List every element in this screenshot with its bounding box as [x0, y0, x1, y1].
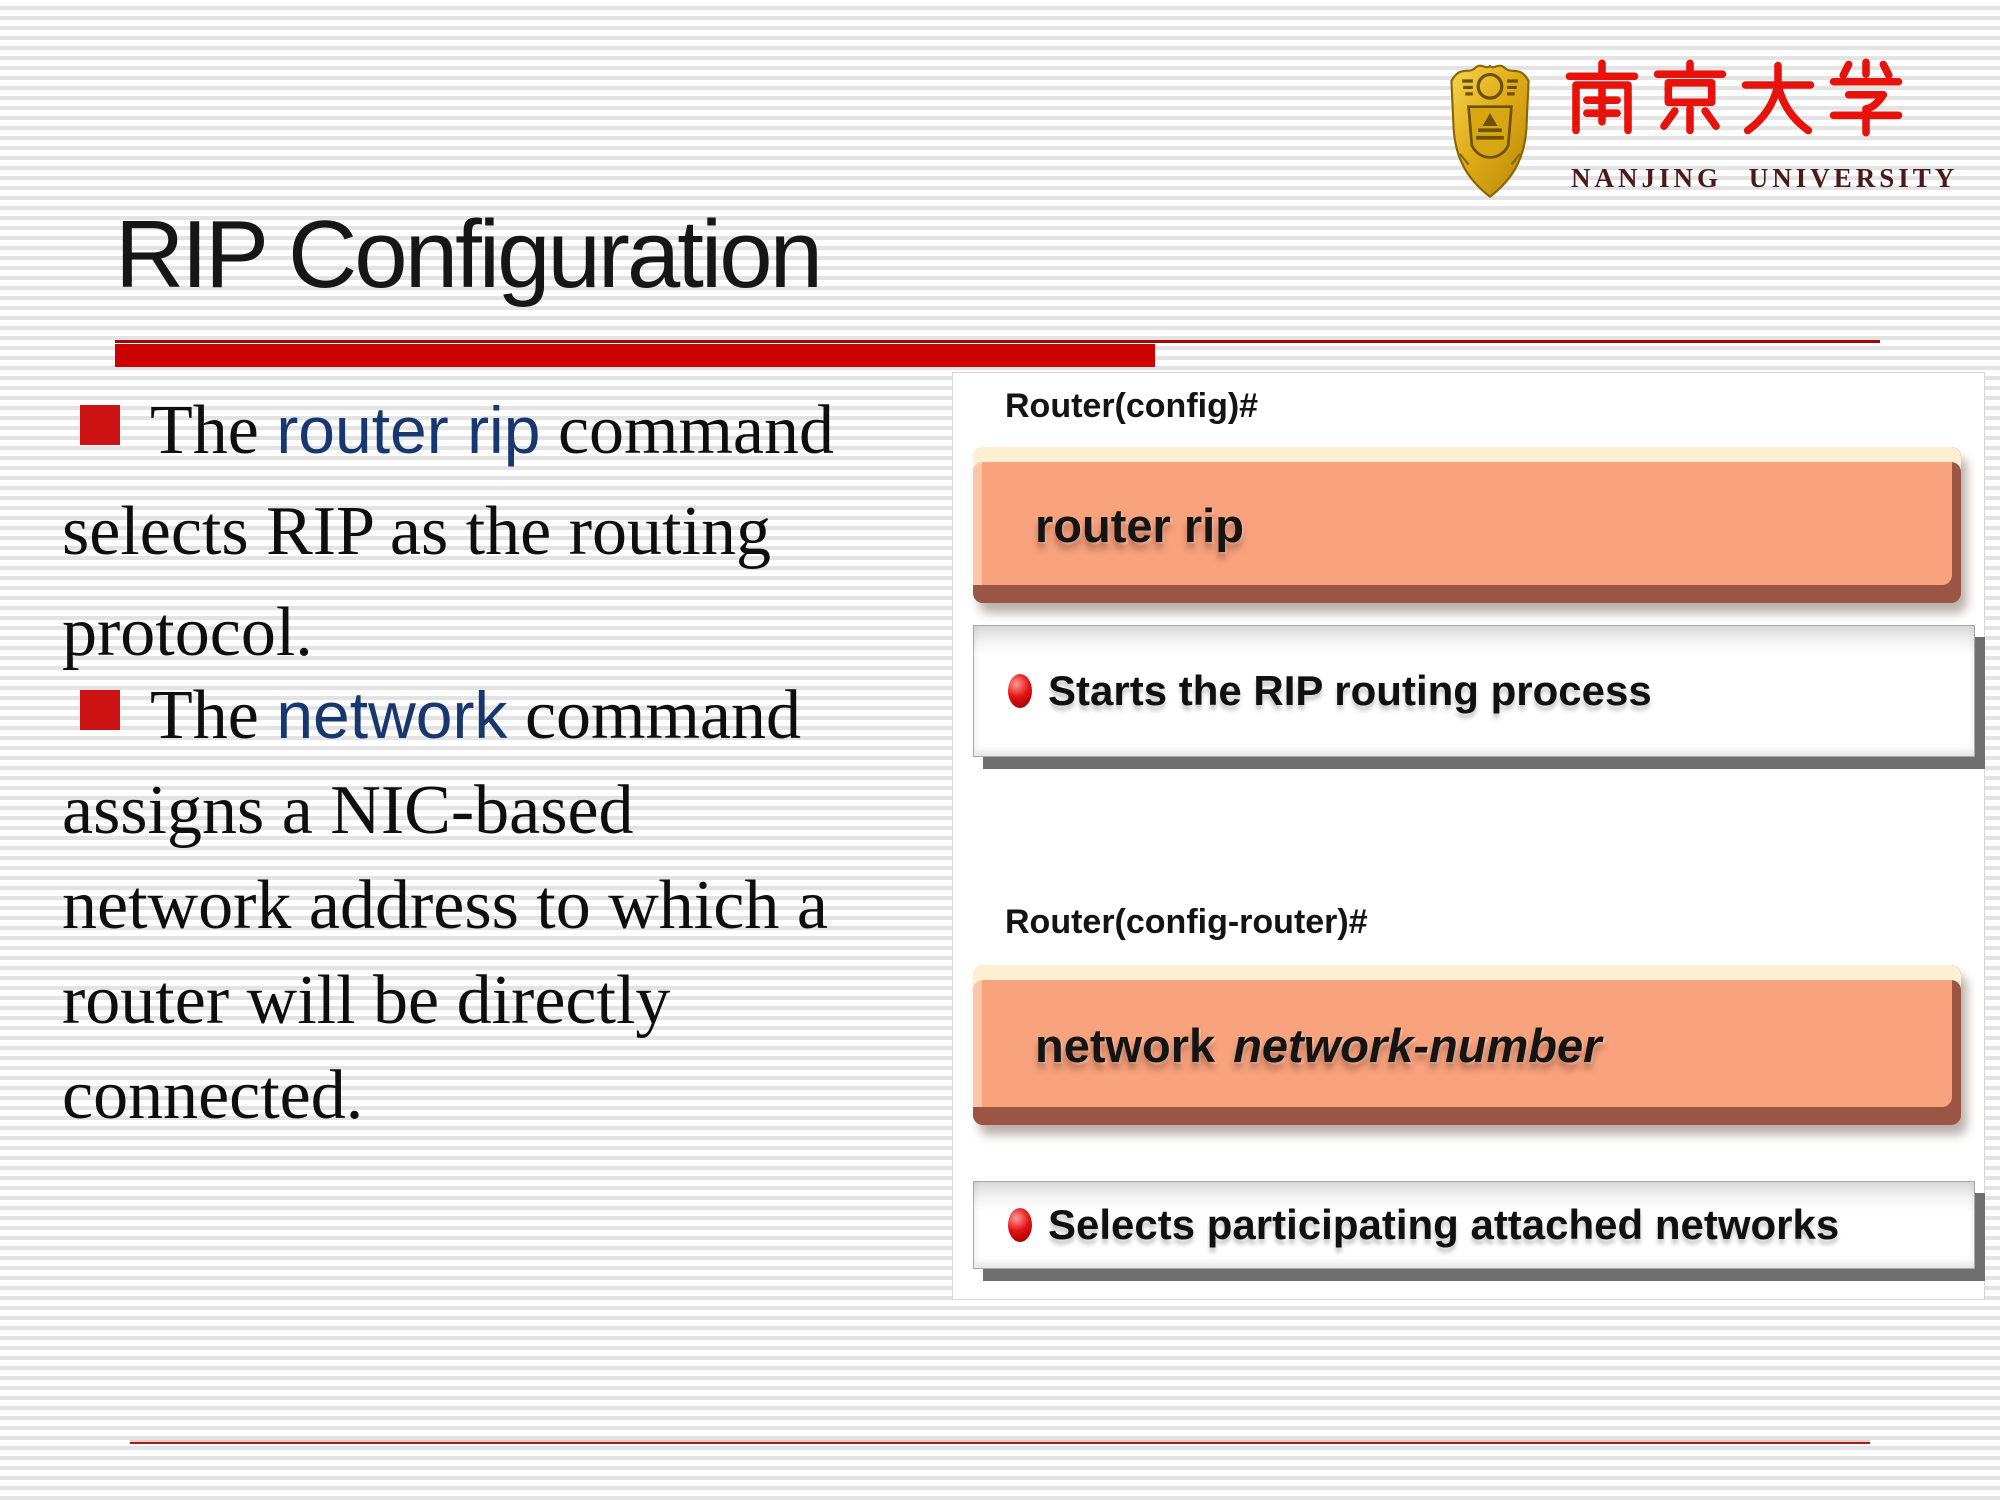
note-text-starts-rip: Starts the RIP routing process	[1048, 667, 1652, 714]
body-text: command	[540, 392, 834, 469]
cn-char-nan	[1565, 59, 1639, 135]
command-box-network: network network-number	[973, 965, 1961, 1125]
university-name-chinese	[1563, 55, 1905, 141]
body-text: command	[507, 677, 801, 754]
bullet-line: The router rip command	[62, 380, 834, 481]
cli-prompt-config-router: Router(config-router)#	[1005, 903, 1368, 941]
red-bullet-icon	[1008, 674, 1032, 708]
bullet-line: network address to which a	[62, 858, 828, 953]
bullet-line: connected.	[62, 1048, 828, 1143]
red-bullet-icon	[1008, 1208, 1032, 1242]
university-name-english: NANJING UNIVERSITY	[1571, 163, 1959, 193]
cn-char-da	[1741, 61, 1815, 135]
note-box-selects-networks: Selects participating attached networks	[973, 1181, 1975, 1269]
bullet-line: assigns a NIC-based	[62, 763, 828, 858]
title-underline-bar	[115, 344, 1155, 367]
cli-diagram-panel: Router(config)# router rip Starts the RI…	[952, 372, 1985, 1300]
command-argument: network-number	[1233, 1018, 1602, 1072]
body-text: assigns a NIC-based	[62, 772, 634, 849]
slide-title: RIP Configuration	[115, 201, 823, 308]
bullet-line: selects RIP as the routing	[62, 481, 834, 582]
command-keyword: network	[1035, 1018, 1216, 1072]
cn-char-jing	[1653, 59, 1727, 135]
university-logo: NANJING UNIVERSITY	[1425, 45, 1959, 205]
body-text: The	[150, 392, 277, 469]
bullet-line: The network command	[62, 668, 828, 763]
keyword-text: network	[276, 678, 508, 752]
bullet-square-icon	[80, 690, 120, 730]
bullet-paragraph: The router rip command selects RIP as the…	[62, 380, 834, 683]
body-text: selects RIP as the routing	[62, 493, 771, 570]
bullet-line: protocol.	[62, 582, 834, 683]
title-underline-thin	[115, 340, 1880, 343]
footer-rule	[130, 1440, 1870, 1444]
body-text: connected.	[62, 1057, 364, 1134]
bullet-line: router will be directly	[62, 953, 828, 1048]
body-text: router will be directly	[62, 962, 671, 1039]
bullet-paragraph: The network command assigns a NIC-based ne…	[62, 668, 828, 1143]
note-box-starts-rip: Starts the RIP routing process	[973, 625, 1975, 757]
note-text-selects-networks: Selects participating attached networks	[1048, 1201, 1840, 1248]
cn-char-xue	[1829, 58, 1903, 137]
command-text-router-rip: router rip	[1035, 498, 1244, 552]
keyword-text: router rip	[276, 393, 541, 467]
body-text: network address to which a	[62, 867, 828, 944]
body-text: The	[150, 677, 277, 754]
cli-prompt-config: Router(config)#	[1005, 387, 1259, 425]
body-text: protocol.	[62, 594, 313, 671]
bullet-square-icon	[80, 405, 120, 445]
command-text-network: network network-number	[973, 1018, 1601, 1073]
command-box-router-rip: router rip	[973, 447, 1961, 603]
university-shield-icon	[1450, 64, 1530, 199]
